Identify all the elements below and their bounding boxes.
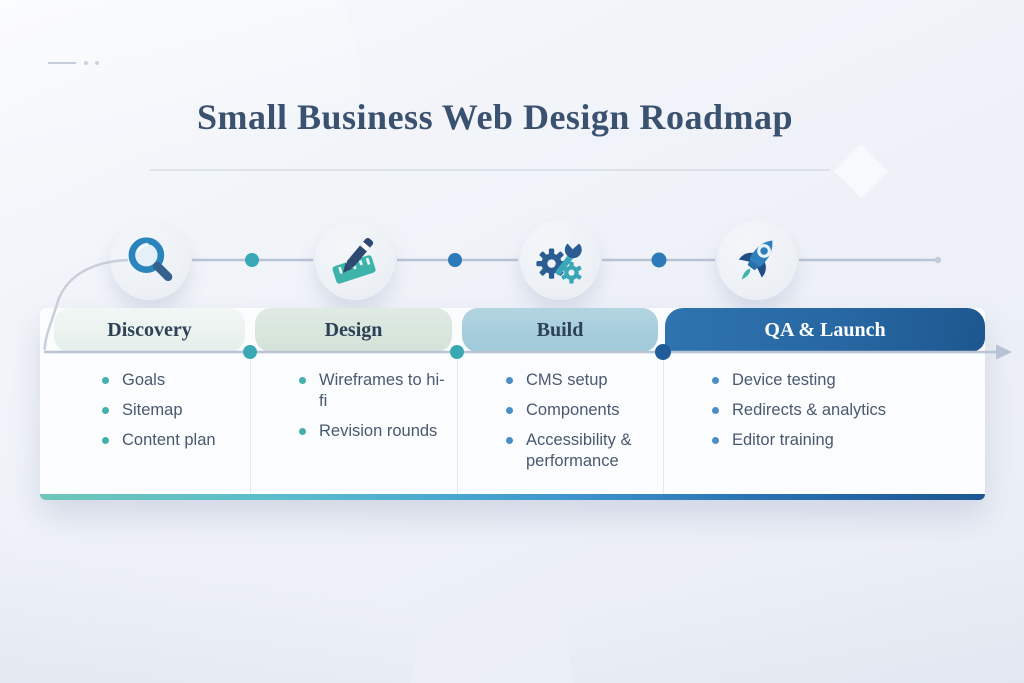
phase-header-build: Build: [462, 308, 658, 352]
list-item: Revision rounds: [295, 421, 449, 442]
card-bottom-gradient: [40, 494, 985, 500]
roadmap-card: Discovery Design Build QA & Launch Goals…: [40, 308, 985, 500]
list-item: Device testing: [708, 370, 977, 391]
phase-header-row: Discovery Design Build QA & Launch: [40, 308, 985, 352]
corner-wash-bottom-right: [560, 501, 1024, 683]
decor-diamond: [834, 144, 888, 198]
phase-header-qa-launch: QA & Launch: [665, 308, 985, 352]
pencil-ruler-icon: [332, 237, 376, 284]
decor-dot: [95, 61, 99, 65]
launch-icon-circle: [717, 220, 797, 300]
list-item: Content plan: [98, 430, 242, 451]
phase-header-label: Build: [536, 318, 584, 341]
phase-list-qa-launch: Device testing Redirects & analytics Edi…: [663, 352, 985, 494]
decor-dot: [84, 61, 88, 65]
phase-header-discovery: Discovery: [54, 308, 245, 352]
decor-dash: [48, 62, 76, 64]
rocket-icon: [738, 240, 773, 280]
build-icon-circle: [520, 220, 600, 300]
list-item: Wireframes to hi-fi: [295, 370, 449, 412]
phase-list-design: Wireframes to hi-fi Revision rounds: [250, 352, 457, 494]
title-divider: [150, 169, 830, 171]
phase-body-row: Goals Sitemap Content plan Wireframes to…: [40, 352, 985, 494]
gears-wrench-icon: [536, 235, 582, 284]
magnifier-icon: [128, 237, 173, 282]
phase-header-label: QA & Launch: [764, 318, 886, 341]
design-icon-circle: [315, 220, 395, 300]
list-item: Goals: [98, 370, 242, 391]
corner-wash-bottom-left: [0, 498, 426, 683]
phase-list-build: CMS setup Components Accessibility & per…: [457, 352, 663, 494]
list-item: Editor training: [708, 430, 977, 451]
phase-header-label: Discovery: [107, 318, 192, 341]
discovery-icon-circle: [110, 220, 190, 300]
phase-header-design: Design: [255, 308, 452, 352]
phase-list-discovery: Goals Sitemap Content plan: [40, 352, 250, 494]
list-item: Components: [502, 400, 655, 421]
list-item: Redirects & analytics: [708, 400, 977, 421]
list-item: Accessibility & performance: [502, 430, 655, 472]
page-title: Small Business Web Design Roadmap: [197, 97, 793, 137]
phase-header-label: Design: [324, 318, 383, 341]
list-item: CMS setup: [502, 370, 655, 391]
list-item: Sitemap: [98, 400, 242, 421]
